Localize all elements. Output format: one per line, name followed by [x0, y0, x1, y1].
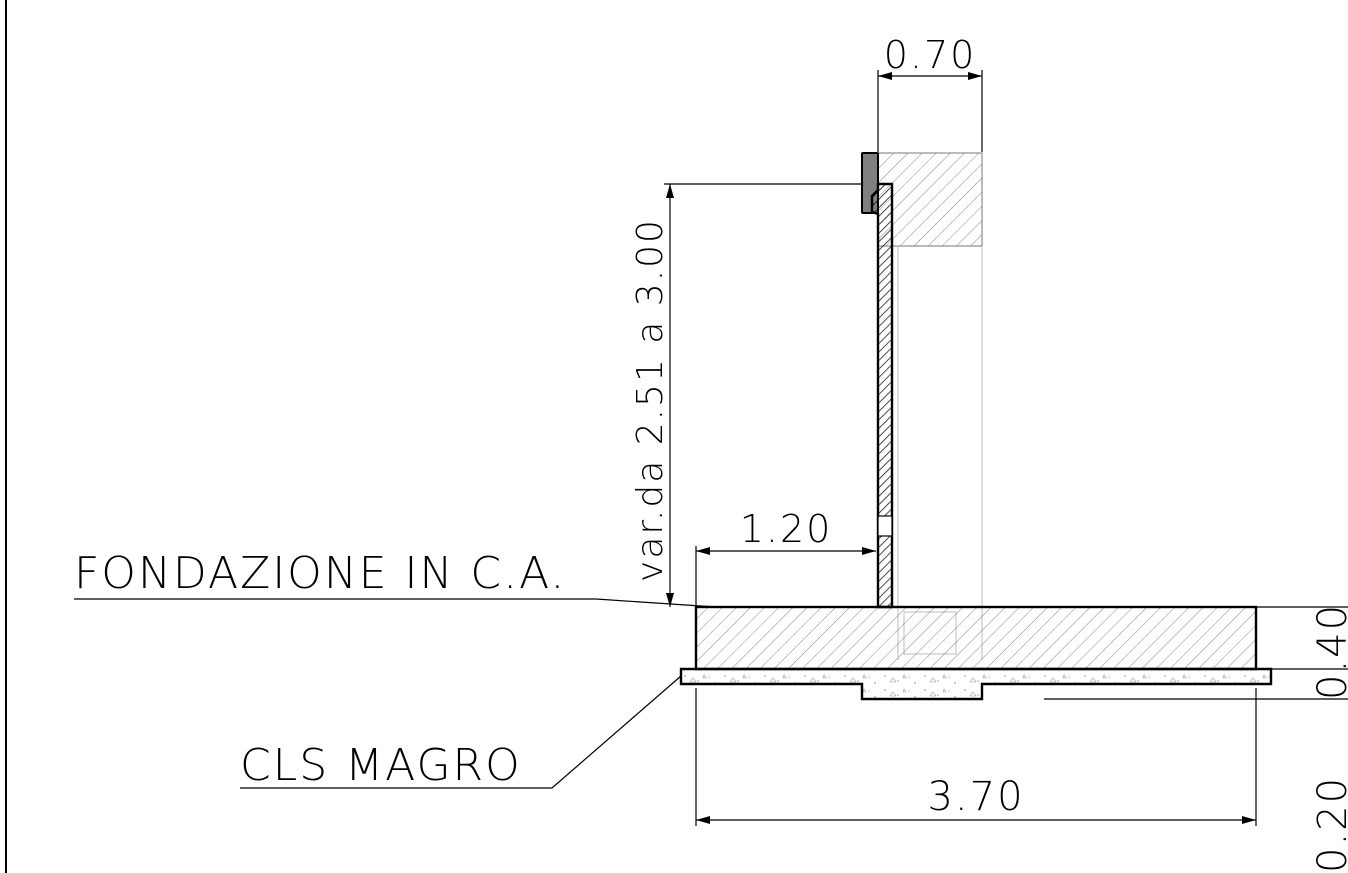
dim-label-cap-width: 0.70 — [884, 33, 977, 77]
coping-cap — [877, 152, 983, 247]
dim-label-lean-thickness: 0.20 — [1310, 776, 1348, 873]
dim-label-base-thickness: 0.40 — [1310, 603, 1348, 700]
dim-label-base-width: 3.70 — [927, 774, 1024, 820]
wall-joint — [877, 515, 893, 537]
lean-concrete — [679, 667, 1273, 701]
label-foundation: FONDAZIONE IN C.A. — [74, 548, 566, 599]
foundation-slab — [694, 605, 1258, 671]
label-lean-concrete: CLS MAGRO — [240, 740, 522, 791]
leader-line-lean-concrete — [240, 675, 682, 789]
dim-label-wall-height: var.da 2.51 a 3.00 — [630, 218, 671, 582]
wall-stem — [870, 182, 894, 609]
dim-label-toe-length: 1.20 — [740, 507, 833, 551]
leader-line-foundation — [74, 598, 717, 608]
